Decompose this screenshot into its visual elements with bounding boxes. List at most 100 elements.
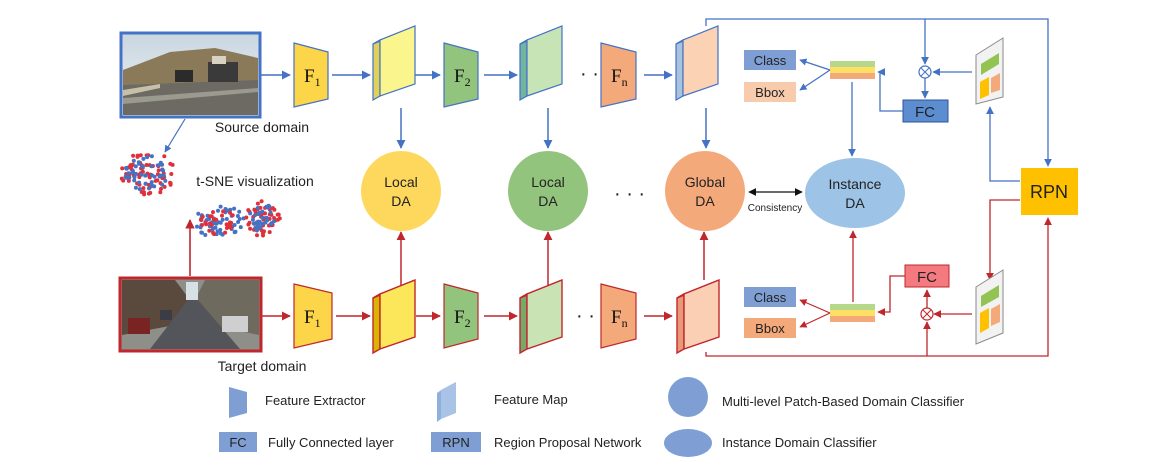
bbox-target-label: Bbox [755, 321, 785, 336]
tsne-point [124, 166, 128, 170]
tsne-point [204, 222, 209, 227]
global-da-classifier [665, 151, 745, 231]
tsne-point [268, 210, 273, 215]
tsne-point [143, 181, 148, 186]
tsne-point [237, 209, 242, 214]
tsne-point [159, 186, 163, 191]
tsne-point [152, 174, 157, 179]
tsne-point [160, 182, 165, 187]
legend-feature-map: Feature Map [494, 392, 568, 407]
tsne-point [137, 161, 142, 166]
tsne-point [163, 178, 168, 183]
tsne-point [255, 206, 260, 210]
tsne-point [211, 210, 215, 215]
bbox-output-target [744, 318, 796, 338]
tsne-point [139, 172, 144, 177]
tsne-point [258, 225, 263, 230]
tsne-point [146, 182, 151, 187]
tsne-point [253, 213, 257, 218]
f2-target-label: F2 [454, 307, 471, 330]
tsne-point [223, 230, 228, 235]
legend-fc-text: Fully Connected layer [268, 435, 394, 450]
proposal-card-target [975, 269, 1004, 345]
tsne-point [137, 180, 142, 185]
tsne-point [158, 190, 163, 195]
tsne-point [142, 192, 147, 197]
tsne-point [246, 208, 251, 213]
tsne-point [218, 227, 223, 232]
tsne-point [257, 219, 262, 224]
feature-extractor-f2-target [443, 283, 479, 349]
tsne-point [153, 178, 158, 183]
tsne-point [216, 208, 220, 213]
ellipsis-middle: · · · [614, 183, 645, 205]
tsne-point [238, 225, 243, 230]
tsne-point [246, 222, 251, 227]
tsne-point [160, 167, 165, 172]
local-da-2-line2: DA [538, 193, 558, 209]
tsne-point [148, 190, 153, 195]
tsne-point [147, 186, 151, 191]
tsne-point [259, 199, 264, 204]
tsne-point [158, 162, 163, 167]
tsne-point [200, 214, 205, 219]
instance-feature-target [830, 304, 875, 322]
tsne-point [198, 217, 203, 222]
tsne-point [265, 218, 270, 223]
tsne-point [138, 153, 143, 158]
feature-map-2-source [519, 25, 563, 102]
source-pipeline [261, 70, 711, 149]
f1-source-label: F1 [304, 66, 321, 89]
tsne-point [200, 223, 204, 227]
legend-rpn-text: Region Proposal Network [494, 435, 642, 450]
tsne-point [235, 214, 240, 218]
tsne-point [213, 225, 218, 230]
tsne-point [132, 178, 137, 183]
ellipsis-bottom: · · · [576, 305, 607, 327]
class-target-label: Class [754, 290, 787, 305]
f1-target-label: F1 [304, 307, 321, 330]
tsne-point [169, 172, 174, 176]
tsne-point [144, 163, 149, 167]
instance-da-line1: Instance [829, 176, 882, 192]
consistency-label: Consistency [748, 203, 802, 214]
bbox-source-label: Bbox [755, 85, 785, 100]
feature-extractor-f2-source [443, 42, 479, 108]
instance-feature-source [830, 61, 875, 79]
local-da-classifier-1 [361, 151, 441, 231]
legend-fc-badge [219, 432, 257, 452]
target-domain-label: Target domain [218, 358, 307, 374]
tsne-point [232, 229, 237, 234]
legend-fc-badge-text: FC [229, 435, 246, 450]
tsne-point [203, 233, 208, 237]
tsne-point [255, 233, 259, 238]
feature-extractor-fn-source [600, 42, 637, 108]
tsne-point [141, 164, 145, 169]
legend-instance-classifier-icon [664, 429, 712, 457]
legend-patch-classifier: Multi-level Patch-Based Domain Classifie… [722, 394, 965, 409]
tsne-point [195, 224, 199, 229]
tsne-point [276, 212, 281, 217]
target-domain-image [118, 276, 263, 353]
tsne-point [277, 216, 282, 221]
tsne-label: t-SNE visualization [196, 173, 314, 189]
tsne-point [133, 164, 138, 169]
tsne-point [252, 207, 257, 212]
tsne-point [134, 171, 138, 176]
tsne-point [208, 214, 213, 219]
class-output-target [744, 287, 796, 307]
instance-da-classifier [805, 158, 905, 228]
tsne-point [220, 217, 225, 222]
feature-extractor-f1-target [293, 283, 333, 349]
tsne-point [224, 217, 229, 221]
tsne-point [228, 210, 232, 215]
target-pipeline [261, 231, 709, 321]
tsne-point [244, 215, 249, 220]
tsne-point [255, 201, 260, 206]
tsne-point [168, 161, 173, 166]
legend-rpn-badge-text: RPN [442, 435, 469, 450]
legend-feature-map-icon [437, 382, 456, 422]
tsne-point [255, 224, 260, 229]
tsne-point [127, 175, 131, 180]
tsne-point [251, 221, 256, 226]
